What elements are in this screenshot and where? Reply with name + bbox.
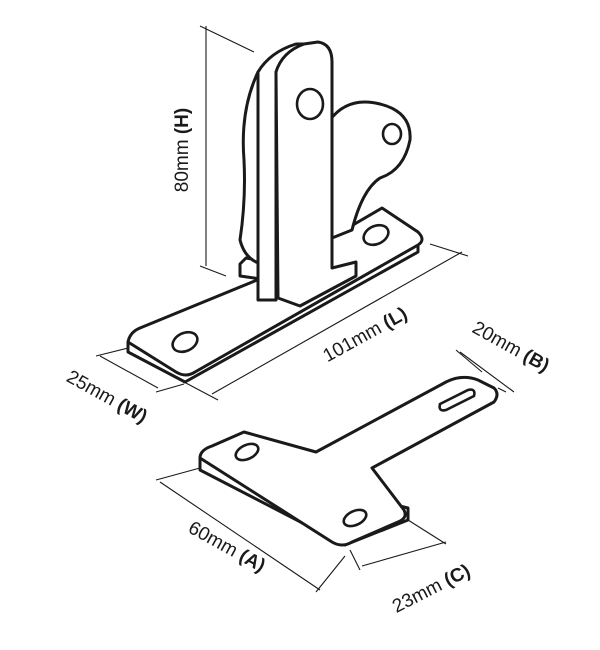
a-value: 60mm — [185, 518, 241, 562]
dimension-lines — [95, 25, 515, 593]
b-value: 20mm — [469, 318, 525, 362]
a-code: (A) — [235, 546, 268, 577]
width-value: 25mm — [63, 367, 119, 411]
striker-plate — [198, 375, 499, 547]
dim-label-height: 80mm (H) — [172, 108, 193, 192]
b-code: (B) — [519, 346, 552, 377]
height-value: 80mm — [172, 139, 193, 192]
striker-plate-face — [198, 375, 499, 547]
width-code: (W) — [114, 395, 151, 428]
striker-slot — [438, 388, 476, 412]
ear-hole — [381, 122, 403, 146]
tongue-hole — [295, 87, 325, 121]
height-code: (H) — [172, 108, 193, 134]
dim-label-c: 23mm (C) — [389, 561, 474, 618]
catch-tongue — [274, 40, 358, 308]
c-value: 23mm — [389, 575, 446, 618]
dim-label-width: 25mm (W) — [63, 367, 151, 428]
striker-hole-right — [342, 508, 368, 528]
base-hole-left — [171, 330, 199, 354]
striker-hole-left — [234, 442, 260, 462]
base-hole-right — [362, 223, 390, 247]
length-value: 101mm — [320, 318, 386, 367]
catch-assembly — [126, 40, 424, 384]
dim-label-length: 101mm (L) — [320, 303, 411, 366]
c-code: (C) — [441, 561, 474, 592]
length-code: (L) — [380, 303, 411, 333]
